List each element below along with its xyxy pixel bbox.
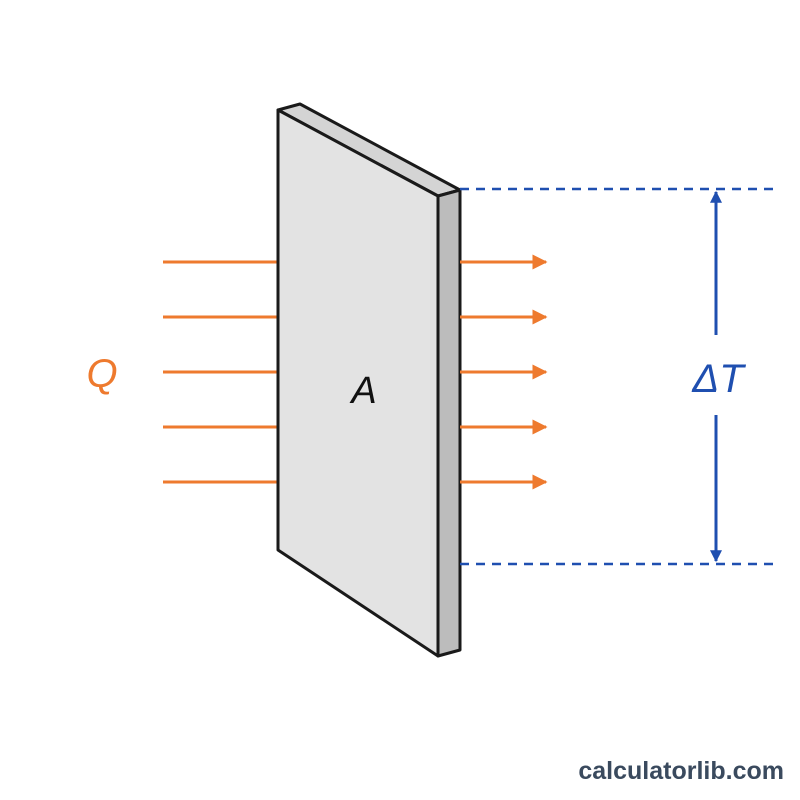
slab-front-face bbox=[276, 108, 440, 658]
slab-side-face bbox=[436, 188, 462, 658]
watermark: calculatorlib.com bbox=[578, 757, 784, 785]
slab bbox=[276, 102, 462, 658]
outgoing-heat-arrows bbox=[460, 254, 548, 490]
temperature-dimension bbox=[460, 187, 775, 566]
area-label: A bbox=[349, 370, 376, 412]
heat-label: Q bbox=[86, 352, 117, 396]
temperature-difference-label: ΔT bbox=[691, 357, 746, 401]
